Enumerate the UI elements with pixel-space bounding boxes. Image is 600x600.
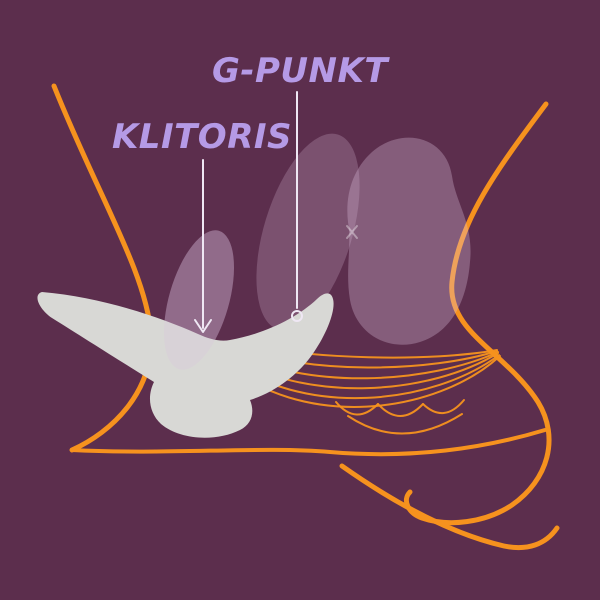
klitoris-label: KLITORIS xyxy=(112,117,292,157)
labels: G-PUNKT KLITORIS xyxy=(112,51,390,157)
clitoris-overlay-tint xyxy=(163,230,235,370)
cervix-mark-icon xyxy=(346,225,358,239)
thigh-contour-line xyxy=(339,463,560,551)
vaginal-canal-shape xyxy=(256,133,360,331)
mesh-scallop xyxy=(347,413,463,435)
uterus-shape xyxy=(347,137,471,345)
g-punkt-marker-circle xyxy=(291,310,303,322)
mesh-scallop xyxy=(422,399,465,414)
mesh-scallop xyxy=(335,401,379,416)
mesh-scallop xyxy=(377,403,424,417)
g-punkt-label: G-PUNKT xyxy=(212,51,390,91)
klitoris-arrow-icon xyxy=(194,319,212,333)
dual-stimulator-silhouette xyxy=(37,292,334,438)
body-outline xyxy=(51,83,560,551)
perineum-contour-line xyxy=(70,428,547,457)
device-shape xyxy=(37,230,334,438)
annotations xyxy=(194,91,303,333)
